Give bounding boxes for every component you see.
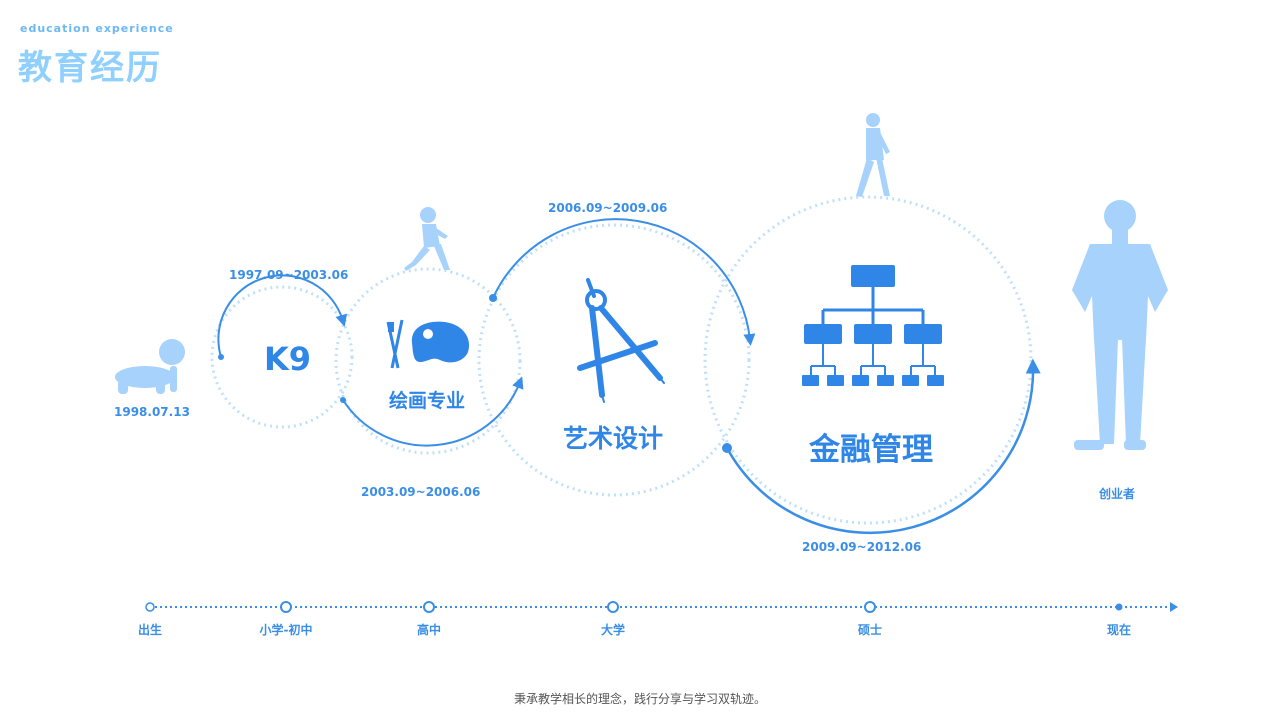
art-label: 艺术设计 bbox=[563, 424, 664, 453]
date-high: 2003.09~2006.06 bbox=[361, 485, 481, 499]
founder-label: 创业者 bbox=[1099, 487, 1136, 501]
finance-label: 金融管理 bbox=[809, 432, 933, 468]
axis-label-now: 现在 bbox=[1106, 623, 1132, 637]
axis-node-high bbox=[423, 601, 435, 613]
axis-label-master: 硕士 bbox=[857, 623, 883, 637]
axis-label-birth: 出生 bbox=[137, 623, 163, 637]
date-birth: 1998.07.13 bbox=[114, 405, 190, 419]
axis-label-high: 高中 bbox=[416, 623, 442, 637]
header-subtitle: education experience bbox=[20, 22, 174, 35]
header-title: 教育经历 bbox=[18, 48, 162, 88]
axis-label-primary: 小学-初中 bbox=[259, 623, 313, 637]
k9-dotted-circle bbox=[210, 285, 354, 429]
axis-node-birth bbox=[145, 602, 155, 612]
org-chart-icon bbox=[802, 265, 944, 386]
running-child-icon bbox=[404, 207, 450, 271]
founder-silhouette-icon bbox=[1072, 200, 1168, 450]
footer-motto: 秉承教学相长的理念，践行分享与学习双轨迹。 bbox=[513, 692, 766, 706]
master-arc-start bbox=[722, 443, 732, 453]
timeline-arrow-icon bbox=[1170, 602, 1178, 612]
axis-node-now bbox=[1115, 603, 1123, 611]
high-arc-start bbox=[340, 397, 346, 403]
compass-icon bbox=[577, 278, 665, 403]
date-k9: 1997.09~2003.06 bbox=[229, 268, 349, 282]
k9-label: K9 bbox=[264, 340, 312, 378]
axis-node-college bbox=[607, 601, 619, 613]
date-college: 2006.09~2009.06 bbox=[548, 201, 668, 215]
axis-label-college: 大学 bbox=[600, 623, 626, 637]
painting-label: 绘画专业 bbox=[389, 390, 466, 412]
college-arc-start bbox=[489, 294, 497, 302]
axis-node-master bbox=[864, 601, 876, 613]
axis-node-primary bbox=[280, 601, 292, 613]
painting-dotted-circle bbox=[334, 267, 522, 455]
art-dotted-circle bbox=[477, 223, 751, 497]
college-arc bbox=[492, 218, 756, 346]
k9-arc bbox=[217, 274, 348, 358]
finance-dotted-circle bbox=[703, 195, 1033, 525]
palette-brush-icon bbox=[386, 319, 470, 369]
walking-person-icon bbox=[856, 113, 890, 197]
k9-arc-start bbox=[218, 354, 224, 360]
baby-icon bbox=[115, 339, 185, 394]
master-arc bbox=[725, 358, 1041, 535]
date-master: 2009.09~2012.06 bbox=[802, 540, 922, 554]
high-arc bbox=[342, 376, 524, 447]
